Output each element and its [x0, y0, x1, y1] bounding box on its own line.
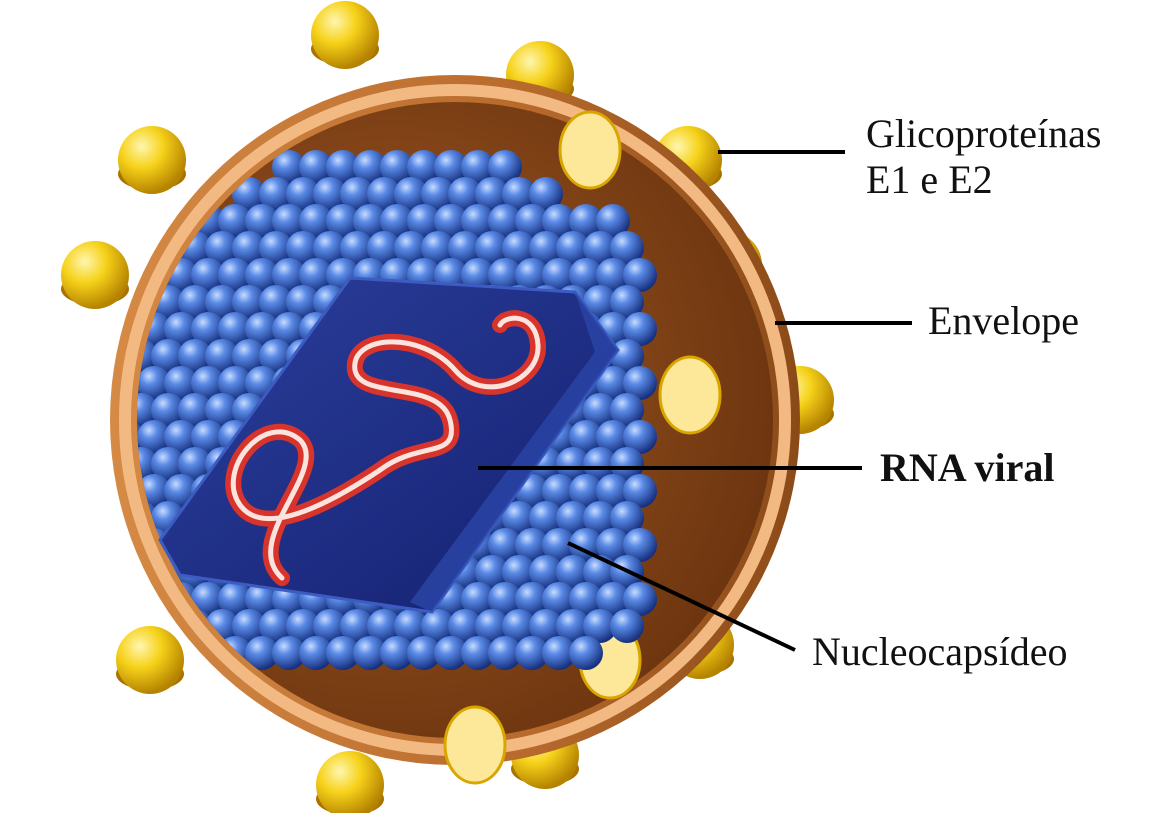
label-glycoproteins-line2: E1 e E2 [866, 157, 993, 202]
capsomer-sphere [97, 555, 131, 589]
glycoprotein-spike [116, 626, 184, 694]
glycoprotein-spike [61, 241, 129, 309]
glycoprotein-socket [660, 357, 720, 433]
glycoprotein-spike [118, 126, 186, 194]
glycoprotein-spike [311, 1, 379, 69]
label-rna-viral: RNA viral [880, 445, 1054, 490]
label-glycoproteins-line1: Glicoproteínas [866, 111, 1102, 156]
capsomer-sphere [110, 582, 144, 616]
label-envelope: Envelope [928, 298, 1079, 343]
glycoprotein-spike [316, 751, 384, 813]
glycoprotein-socket [560, 112, 620, 188]
glycoprotein-socket [445, 707, 505, 783]
label-nucleocapsid: Nucleocapsídeo [812, 629, 1067, 674]
capsomer-sphere [569, 636, 603, 670]
capsomer-sphere [610, 609, 644, 643]
